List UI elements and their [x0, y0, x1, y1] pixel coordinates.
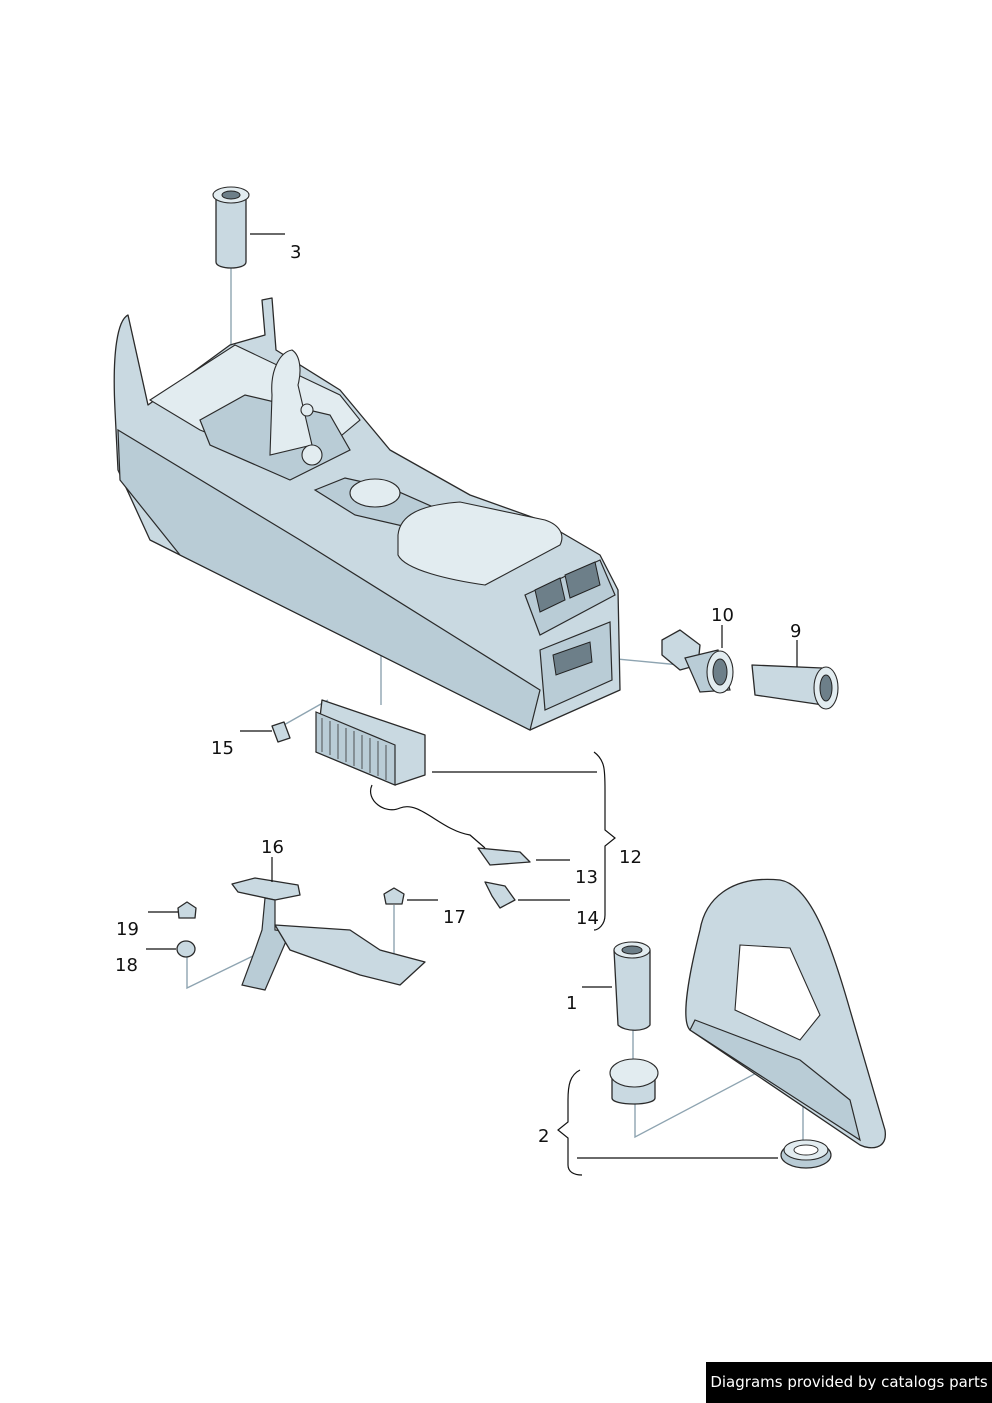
- callout-16: 16: [261, 837, 284, 858]
- part-1-socket: [582, 941, 651, 1031]
- part-17-nut: [383, 887, 438, 905]
- callout-17: 17: [443, 907, 466, 928]
- part-2-cap-and-nut: [557, 1058, 832, 1176]
- callout-labels: 3 10 9 15 12 13 14 16 17 19 18 1 2: [115, 242, 801, 1147]
- callout-1: 1: [566, 993, 577, 1014]
- credit-banner: Diagrams provided by catalogs parts: [706, 1362, 992, 1403]
- callout-14: 14: [576, 908, 599, 929]
- part-18-washer: [146, 940, 196, 958]
- callout-15: 15: [211, 738, 234, 759]
- callout-13: 13: [575, 867, 598, 888]
- part-9-lighter-element: [751, 640, 839, 710]
- callout-19: 19: [116, 919, 139, 940]
- callout-9: 9: [790, 621, 801, 642]
- callout-18: 18: [115, 955, 138, 976]
- part-16-bracket: [231, 857, 426, 991]
- part-10-holder: [661, 625, 734, 694]
- part-19-nut: [148, 901, 197, 919]
- callout-2: 2: [538, 1126, 549, 1147]
- trim-panel: [685, 878, 886, 1149]
- part-12-control-unit: [240, 699, 616, 931]
- callout-12: 12: [619, 847, 642, 868]
- part-3-socket: [212, 186, 285, 269]
- callout-10: 10: [711, 605, 734, 626]
- center-console: [113, 297, 621, 731]
- callout-3: 3: [290, 242, 301, 263]
